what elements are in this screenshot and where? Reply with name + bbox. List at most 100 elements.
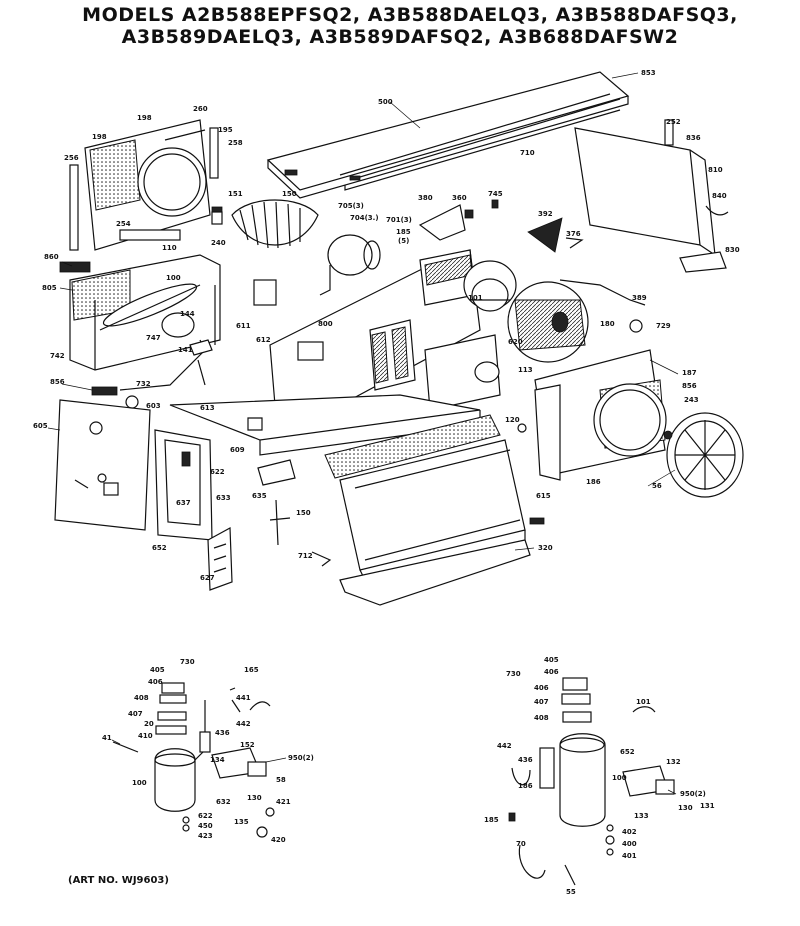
label-729: 729	[656, 322, 671, 330]
bracket-389	[559, 279, 646, 306]
left-coil-assembly	[69, 254, 221, 371]
c1-label-135: 135	[234, 818, 249, 826]
label-637: 637	[176, 499, 191, 507]
blower-wheel-large	[507, 281, 589, 363]
label-150: 150	[282, 190, 297, 198]
label-101: 101	[468, 294, 483, 302]
label-840: 840	[712, 192, 727, 200]
control-brackets	[154, 429, 233, 591]
c1-label-421: 421	[276, 798, 291, 806]
c1-label-406: 406	[148, 678, 163, 686]
title-line-1: MODELS A2B588EPFSQ2, A3B588DAELQ3, A3B58…	[82, 4, 738, 26]
clamp-parts	[161, 312, 213, 386]
compressor-assembly-1	[112, 682, 275, 838]
label-252: 252	[666, 118, 681, 126]
blower-motor	[463, 260, 517, 312]
label-732: 732	[136, 380, 151, 388]
label-810: 810	[708, 166, 723, 174]
part-labels: 853 500 252 836 710 810 198 260 195 258 …	[33, 69, 740, 896]
c1-label-41: 41	[102, 734, 112, 742]
c1-label-152: 152	[240, 741, 255, 749]
label-609: 609	[230, 446, 245, 454]
clip-712	[311, 551, 332, 567]
c2-label-55: 55	[566, 888, 576, 896]
insulation-triangle	[527, 217, 563, 253]
label-198: 198	[137, 114, 152, 122]
label-710: 710	[520, 149, 535, 157]
label-622: 622	[210, 468, 225, 476]
c2-label-131: 131	[700, 802, 715, 810]
c2-label-408: 408	[534, 714, 549, 722]
c2-label-442: 442	[497, 742, 512, 750]
c2-label-652: 652	[620, 748, 635, 756]
c1-label-730: 730	[180, 658, 195, 666]
c2-label-730: 730	[506, 670, 521, 678]
label-380: 380	[418, 194, 433, 202]
top-cover	[266, 71, 630, 199]
label-392: 392	[538, 210, 553, 218]
c1-label-441: 441	[236, 694, 251, 702]
c2-label-406: 406	[544, 668, 559, 676]
label-180: 180	[600, 320, 615, 328]
label-389: 389	[632, 294, 647, 302]
right-grille	[534, 349, 744, 498]
label-800: 800	[318, 320, 333, 328]
c1-label-410: 410	[138, 732, 153, 740]
c1-label-20: 20	[144, 720, 154, 728]
label-865: 856	[682, 382, 697, 390]
label-853: 853	[641, 69, 656, 77]
label-198b: 198	[92, 133, 107, 141]
label-836: 836	[686, 134, 701, 142]
label-186: 186	[586, 478, 601, 486]
label-652: 652	[152, 544, 167, 552]
label-742: 742	[50, 352, 65, 360]
c1-label-450: 450	[198, 822, 213, 830]
label-320: 320	[538, 544, 553, 552]
label-260: 260	[193, 105, 208, 113]
compressor-assembly-2	[508, 677, 675, 886]
label-185b: (5)	[398, 237, 409, 245]
label-185: 185	[396, 228, 411, 236]
c2-label-100: 100	[612, 774, 627, 782]
label-627: 627	[200, 574, 215, 582]
page-title: MODELS A2B588EPFSQ2, A3B588DAELQ3, A3B58…	[0, 4, 800, 48]
label-187: 187	[682, 369, 697, 377]
label-256: 256	[64, 154, 79, 162]
label-150b: 150	[296, 509, 311, 517]
label-603: 603	[146, 402, 161, 410]
c2-label-70: 70	[516, 840, 526, 848]
art-number: (ART NO. WJ9603)	[68, 875, 169, 886]
label-747: 747	[146, 334, 161, 342]
label-360: 360	[452, 194, 467, 202]
c2-label-400: 400	[622, 840, 637, 848]
c2-label-950: 950(2)	[680, 790, 706, 798]
c1-label-130: 130	[247, 794, 262, 802]
label-195: 195	[218, 126, 233, 134]
center-partition	[249, 249, 501, 423]
label-110: 110	[162, 244, 177, 252]
label-705: 705(3)	[338, 202, 364, 210]
label-120: 120	[505, 416, 520, 424]
c1-label-405: 405	[150, 666, 165, 674]
label-805: 805	[42, 284, 57, 292]
right-rear-panel	[574, 119, 729, 273]
label-615: 615	[536, 492, 551, 500]
ring-729	[629, 319, 643, 333]
c1-label-420: 420	[271, 836, 286, 844]
label-113: 113	[518, 366, 533, 374]
label-704: 704(3.)	[350, 214, 379, 222]
c1-label-622: 622	[198, 812, 213, 820]
c1-label-58: 58	[276, 776, 286, 784]
c2-label-401: 401	[622, 852, 637, 860]
label-701: 701(3)	[386, 216, 412, 224]
c2-label-133: 133	[634, 812, 649, 820]
title-line-2: A3B589DAELQ3, A3B589DAFSQ2, A3B688DAFSW2	[121, 26, 679, 48]
c1-label-100: 100	[132, 779, 147, 787]
c2-label-130: 130	[678, 804, 693, 812]
label-141: 141	[178, 346, 193, 354]
c1-label-134: 134	[210, 756, 225, 764]
bracket-380	[418, 199, 499, 241]
c1-label-950: 950(2)	[288, 754, 314, 762]
